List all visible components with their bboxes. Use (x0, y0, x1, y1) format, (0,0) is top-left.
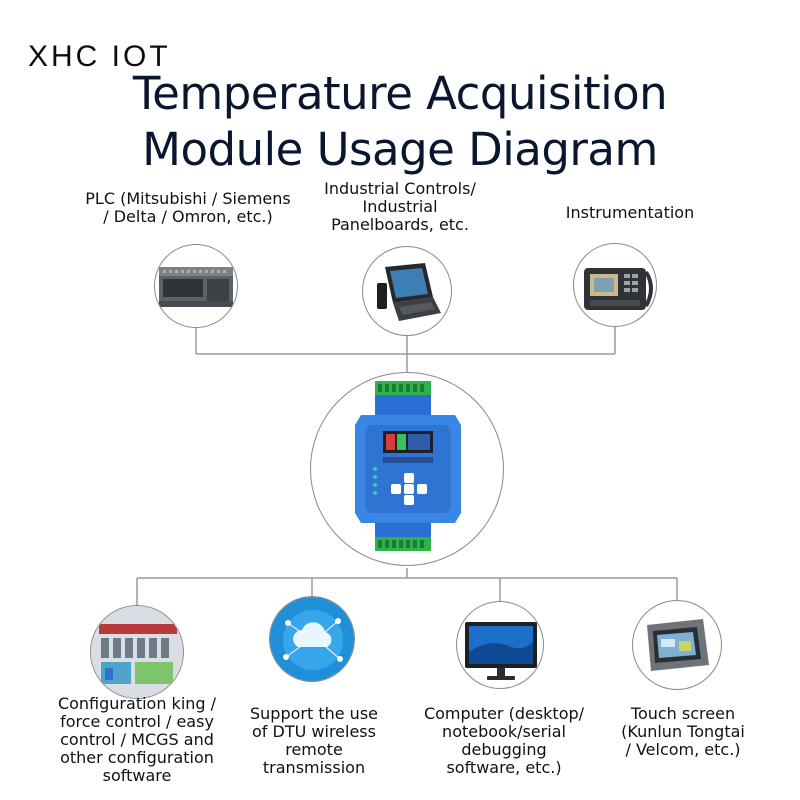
configuration-software-circle (90, 605, 184, 699)
monitor-icon (465, 622, 537, 680)
scada-screen-icon (91, 606, 183, 698)
label-line: software, etc.) (446, 758, 562, 777)
label-line: control / MCGS and (60, 730, 214, 749)
label-line: Panelboards, etc. (331, 215, 469, 234)
plc-icon (159, 267, 233, 307)
label-industrial-controls: Industrial Controls/ Industrial Panelboa… (300, 180, 500, 234)
label-line: Support the use (250, 704, 378, 723)
label-line: Computer (desktop/ (423, 704, 585, 723)
label-line: other configuration (60, 748, 214, 767)
dtu-wireless-circle (269, 596, 355, 682)
label-instrumentation: Instrumentation (540, 204, 720, 222)
label-line: remote (285, 740, 343, 759)
label-configuration-software: Configuration king / force control / eas… (40, 695, 234, 785)
brand-logo: XHC IOT (28, 40, 171, 73)
label-touch-screen: Touch screen (Kunlun Tongtai / Velcom, e… (606, 705, 760, 759)
touch-screen-circle (632, 600, 722, 690)
instrumentation-circle (573, 243, 657, 327)
label-line: Configuration king / (57, 694, 217, 713)
label-line: / Velcom, etc.) (625, 740, 741, 759)
label-line: / Delta / Omron, etc.) (103, 207, 273, 226)
label-plc: PLC (Mitsubishi / Siemens / Delta / Omro… (48, 190, 328, 226)
label-line: force control / easy (60, 712, 214, 731)
title-line-1: Temperature Acquisition (132, 67, 668, 120)
touch-panel-icon (647, 619, 709, 671)
label-line: notebook/serial (442, 722, 566, 741)
label-line: (Kunlun Tongtai (621, 722, 745, 741)
computer-circle (456, 601, 544, 689)
temperature-module-circle (310, 372, 504, 566)
label-line: Industrial Controls/ (324, 179, 476, 198)
plc-device-circle (154, 244, 238, 328)
label-line: Industrial (362, 197, 438, 216)
label-line: PLC (Mitsubishi / Siemens (85, 189, 291, 208)
page-title: Temperature Acquisition Module Usage Dia… (0, 66, 800, 178)
instrument-icon (584, 268, 653, 310)
label-line: debugging (461, 740, 547, 759)
title-line-2: Module Usage Diagram (142, 123, 658, 176)
label-line: of DTU wireless (252, 722, 376, 741)
label-line: software (102, 766, 172, 785)
label-line: transmission (262, 758, 366, 777)
cloud-network-icon (270, 597, 354, 681)
temperature-module-icon (355, 381, 461, 551)
label-line: Instrumentation (565, 203, 695, 222)
rugged-laptop-icon (377, 263, 441, 321)
label-line: Touch screen (630, 704, 736, 723)
industrial-panel-circle (362, 246, 452, 336)
label-computer: Computer (desktop/ notebook/serial debug… (412, 705, 596, 777)
label-dtu-wireless: Support the use of DTU wireless remote t… (236, 705, 392, 777)
